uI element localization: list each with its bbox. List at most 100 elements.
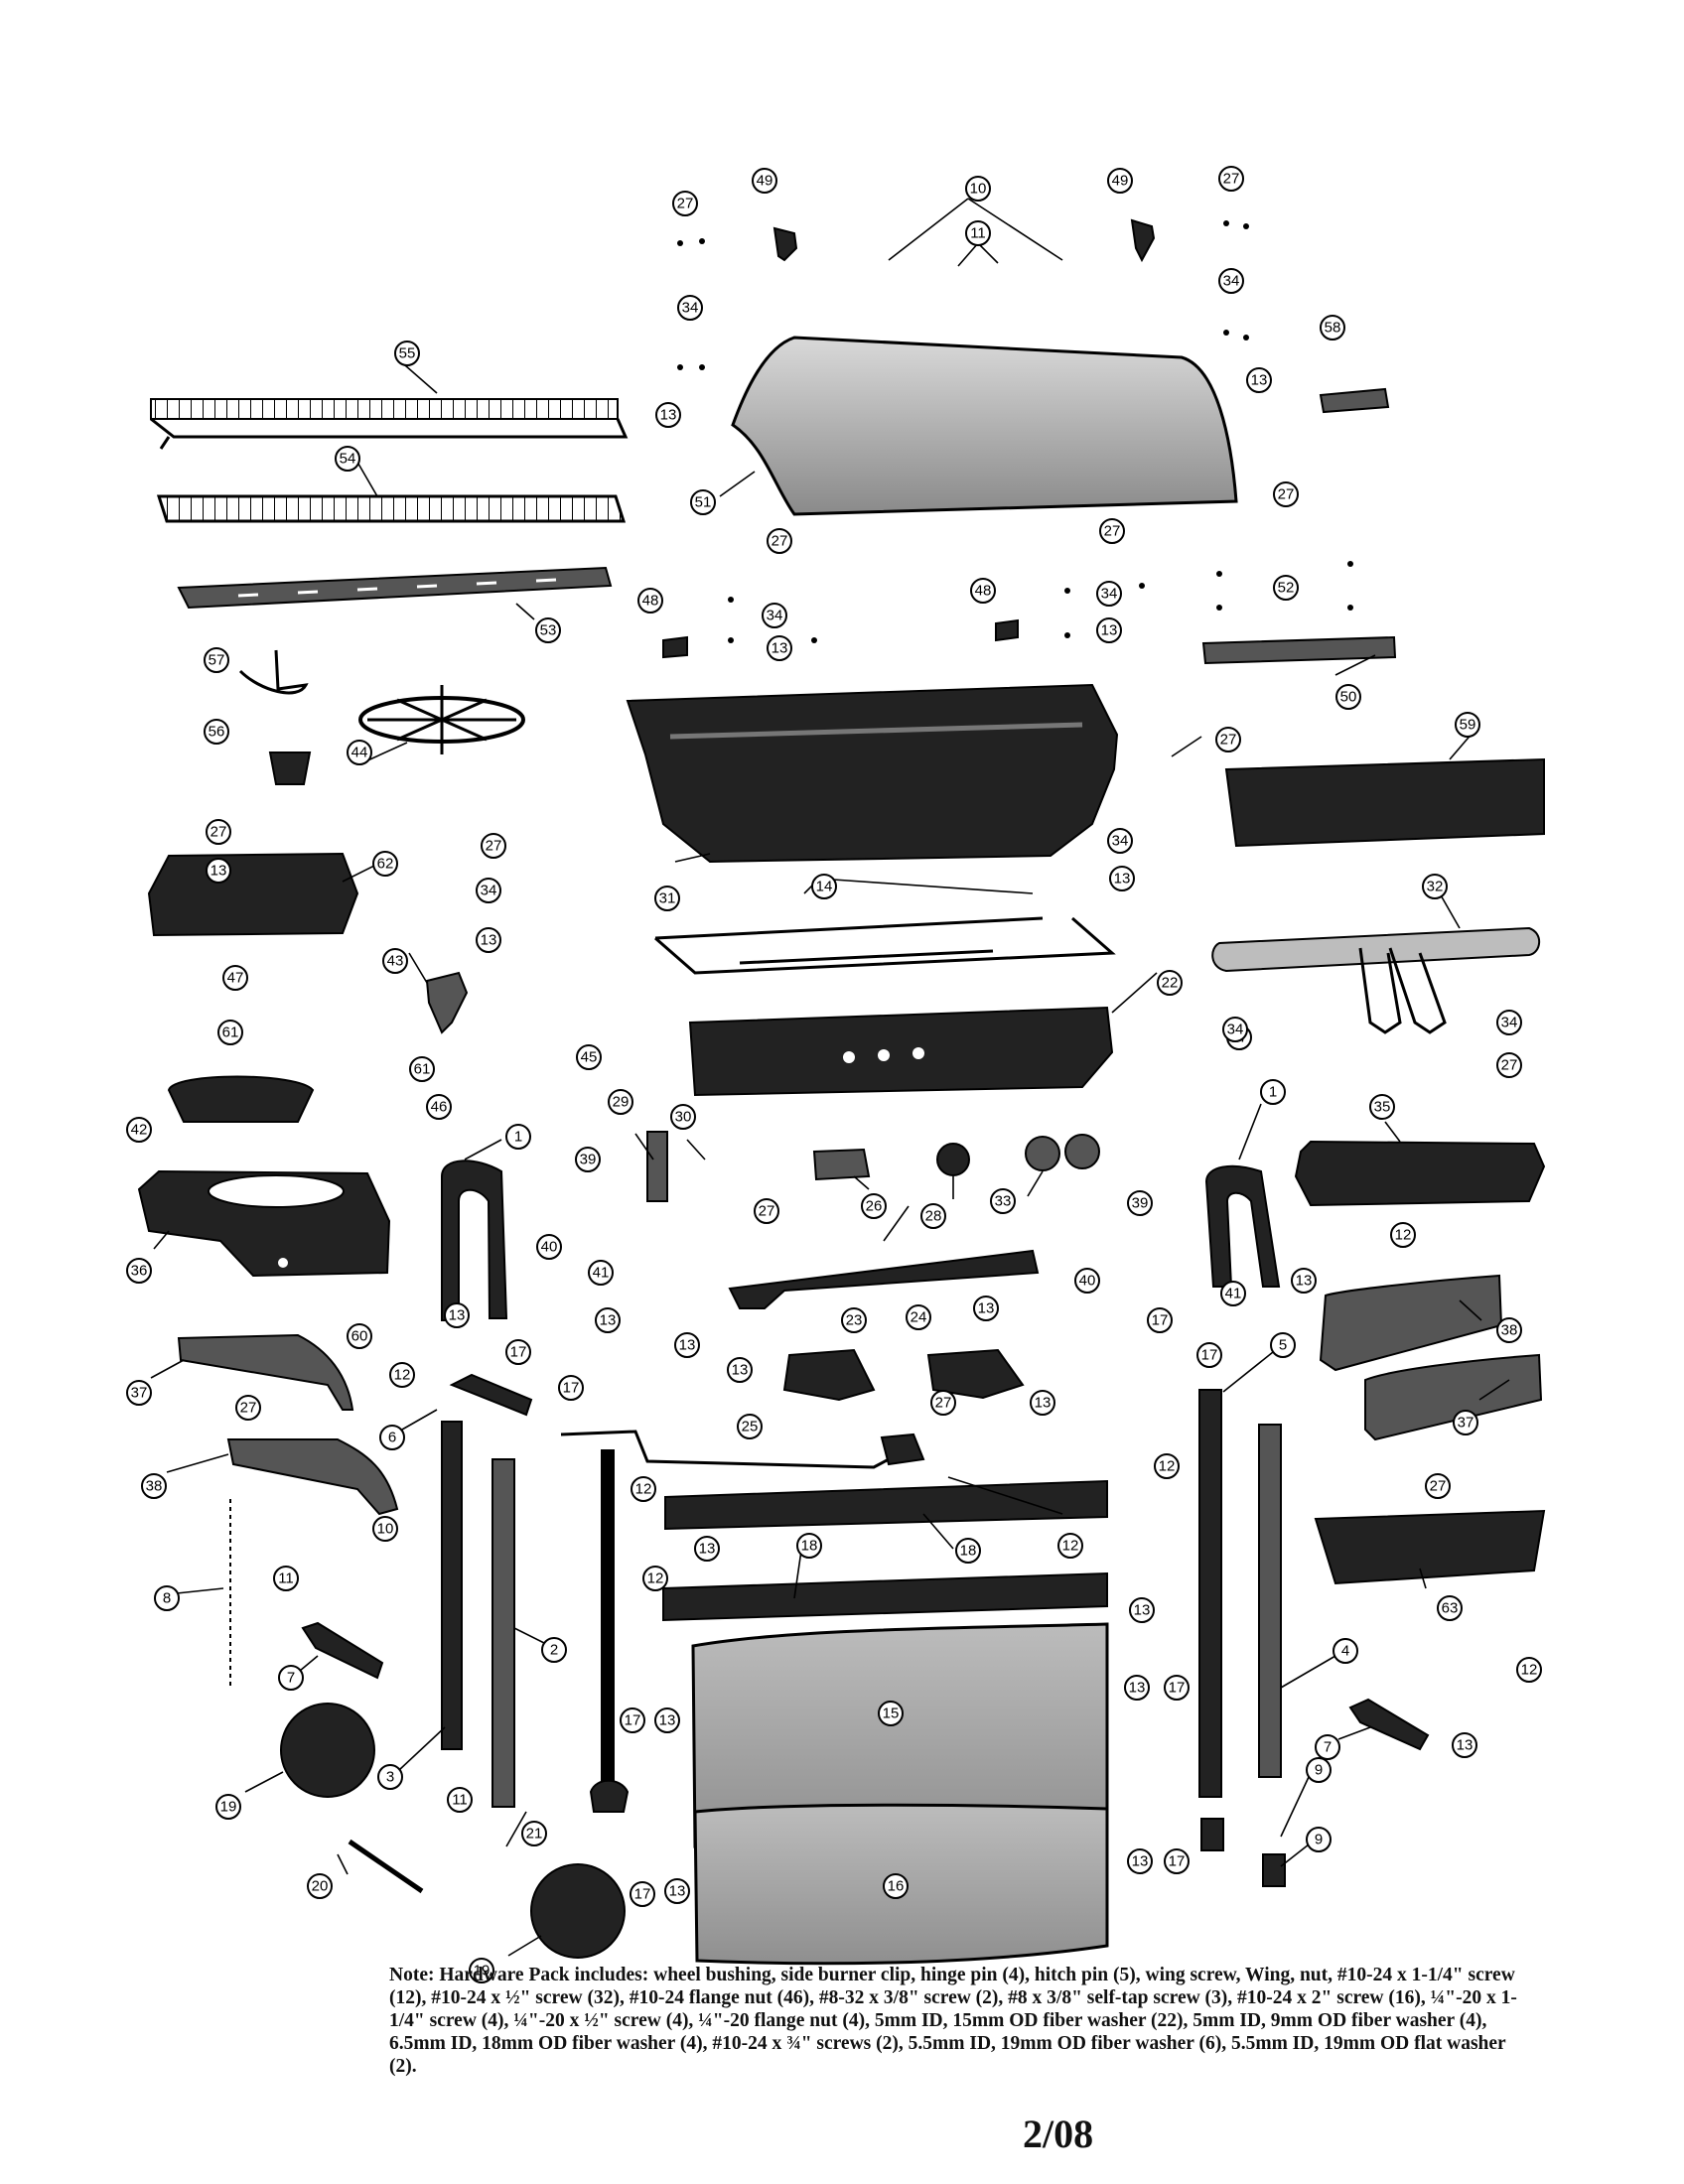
- callout-52: 52: [1273, 575, 1299, 601]
- svg-text:13: 13: [1132, 1853, 1149, 1870]
- svg-text:48: 48: [642, 593, 659, 610]
- hardware-note: Note: Hardware Pack includes: wheel bush…: [389, 1964, 1521, 2078]
- svg-text:13: 13: [1129, 1680, 1146, 1697]
- svg-text:17: 17: [563, 1380, 580, 1397]
- svg-text:13: 13: [659, 1712, 676, 1729]
- svg-text:54: 54: [340, 451, 356, 468]
- svg-text:28: 28: [925, 1208, 942, 1225]
- svg-text:17: 17: [1169, 1680, 1186, 1697]
- wheel-bracket-left-part: [301, 1621, 384, 1680]
- callout-12-d: 12: [1154, 1453, 1180, 1479]
- callout-40-left: 40: [536, 1234, 562, 1260]
- hinge-bracket-right-part: [995, 618, 1019, 642]
- callout-14: 14: [811, 874, 837, 899]
- side-burner-clip-part: [238, 649, 309, 695]
- svg-text:16: 16: [888, 1878, 905, 1895]
- leg-5-part: [1198, 1389, 1222, 1798]
- callout-13-l: 13: [973, 1296, 999, 1321]
- callout-1-left: 1: [505, 1124, 531, 1150]
- leg-2-part: [491, 1458, 515, 1808]
- callout-27-n: 27: [1425, 1473, 1451, 1499]
- svg-text:12: 12: [1159, 1458, 1176, 1475]
- callout-34-h: 34: [1496, 1010, 1522, 1035]
- svg-text:17: 17: [1152, 1312, 1169, 1329]
- callout-17-g: 17: [630, 1881, 655, 1907]
- callout-27-e: 27: [1273, 481, 1299, 507]
- svg-text:10: 10: [377, 1521, 394, 1538]
- svg-text:42: 42: [131, 1122, 148, 1139]
- callout-43: 43: [382, 948, 408, 974]
- svg-text:62: 62: [377, 856, 394, 873]
- callout-34-c: 34: [762, 603, 787, 628]
- callout-16: 16: [883, 1873, 909, 1899]
- svg-text:31: 31: [659, 890, 676, 907]
- side-shelf-right-part: [1294, 1140, 1546, 1207]
- callout-3: 3: [377, 1764, 403, 1790]
- callout-61-left: 61: [217, 1020, 243, 1045]
- svg-text:3: 3: [386, 1769, 394, 1786]
- svg-text:13: 13: [1101, 622, 1118, 639]
- callout-27-k: 27: [754, 1198, 779, 1224]
- svg-text:13: 13: [449, 1307, 466, 1324]
- callout-13-p: 13: [1129, 1597, 1155, 1623]
- svg-text:59: 59: [1460, 717, 1476, 734]
- callout-1-right: 1: [1260, 1079, 1286, 1105]
- callout-18-a: 18: [955, 1538, 981, 1564]
- callout-39-left: 39: [575, 1147, 601, 1172]
- callout-27-g: 27: [481, 833, 506, 859]
- callout-48-right: 48: [970, 578, 996, 604]
- svg-text:17: 17: [1201, 1347, 1218, 1364]
- note-label: Note:: [389, 1965, 435, 1985]
- svg-text:34: 34: [1112, 833, 1129, 850]
- callout-34-e: 34: [476, 878, 501, 903]
- callout-56: 56: [204, 719, 229, 745]
- callout-13-u: 13: [1127, 1848, 1153, 1874]
- svg-text:12: 12: [394, 1367, 411, 1384]
- callout-62: 62: [372, 851, 398, 877]
- svg-text:47: 47: [227, 970, 244, 987]
- svg-text:11: 11: [452, 1792, 468, 1809]
- leg-4-part: [1258, 1424, 1282, 1778]
- callout-17-f: 17: [1164, 1675, 1190, 1701]
- callout-10-top: 10: [965, 176, 991, 202]
- callout-17-d: 17: [1196, 1342, 1222, 1368]
- callout-47: 47: [222, 965, 248, 991]
- svg-text:37: 37: [131, 1385, 148, 1402]
- callout-34-b: 34: [1218, 268, 1244, 294]
- leg-top-left-part: [441, 1160, 508, 1321]
- callout-9-upper: 9: [1306, 1757, 1332, 1783]
- svg-text:35: 35: [1374, 1099, 1391, 1116]
- svg-text:11: 11: [970, 225, 986, 242]
- lid-handle-bracket-left-part: [772, 226, 798, 262]
- igniter-module-part: [812, 1148, 871, 1181]
- svg-text:13: 13: [1296, 1273, 1313, 1290]
- svg-text:45: 45: [581, 1049, 598, 1066]
- shelf-bracket-37-right-part: [1364, 1353, 1543, 1441]
- callout-13-r: 13: [1124, 1675, 1150, 1701]
- grease-cup-part: [268, 751, 312, 785]
- callout-24: 24: [906, 1304, 931, 1330]
- svg-text:19: 19: [220, 1799, 237, 1816]
- svg-text:13: 13: [1134, 1602, 1151, 1619]
- cooking-grate-part: [156, 494, 627, 523]
- callout-40-right: 40: [1074, 1268, 1100, 1294]
- svg-text:53: 53: [540, 622, 557, 639]
- svg-text:27: 27: [935, 1395, 952, 1412]
- leg-bracket-part: [449, 1373, 533, 1417]
- leg-3-part: [441, 1421, 463, 1750]
- svg-text:40: 40: [541, 1239, 558, 1256]
- callout-13-q: 13: [654, 1707, 680, 1733]
- callout-13-o: 13: [694, 1536, 720, 1562]
- svg-text:39: 39: [580, 1152, 597, 1168]
- svg-text:30: 30: [675, 1109, 692, 1126]
- svg-text:60: 60: [351, 1328, 368, 1345]
- grill-lid-part: [731, 336, 1238, 516]
- callout-13-h: 13: [444, 1302, 470, 1328]
- svg-text:13: 13: [1035, 1395, 1052, 1412]
- svg-text:22: 22: [1162, 975, 1179, 992]
- svg-text:55: 55: [399, 345, 416, 362]
- svg-text:38: 38: [146, 1478, 163, 1495]
- callout-9-lower: 9: [1306, 1827, 1332, 1852]
- callout-2: 2: [541, 1637, 567, 1663]
